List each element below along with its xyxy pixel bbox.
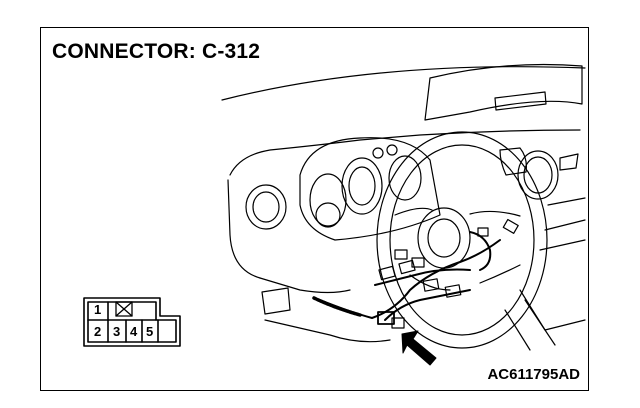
pin-3-label: 3 [113, 324, 121, 339]
pin-1-label: 1 [94, 302, 102, 317]
cross-box-icon [115, 301, 133, 317]
right-air-vent [517, 150, 559, 200]
dash-top-line [221, 66, 586, 101]
left-air-vent [245, 184, 287, 230]
dash-outline [229, 129, 581, 176]
connector-face-diagram [83, 297, 181, 347]
pin-4-label: 4 [130, 324, 138, 339]
gauge-center [341, 157, 383, 215]
instrument-cluster-hood [299, 137, 441, 241]
steering-wheel-hub [417, 207, 471, 269]
center-display-hood [424, 63, 583, 121]
lower-dash-panel [261, 287, 291, 315]
gauge-right [388, 155, 422, 201]
gauge-left [309, 173, 347, 227]
pin-5-label: 5 [146, 324, 154, 339]
diagram-frame [40, 27, 589, 391]
arrow-pointer-icon [401, 330, 437, 366]
steering-wheel-rim [376, 131, 548, 349]
connector-title: CONNECTOR: C-312 [52, 40, 261, 63]
pin-2-label: 2 [94, 324, 102, 339]
figure-id: AC611795AD [487, 366, 580, 383]
